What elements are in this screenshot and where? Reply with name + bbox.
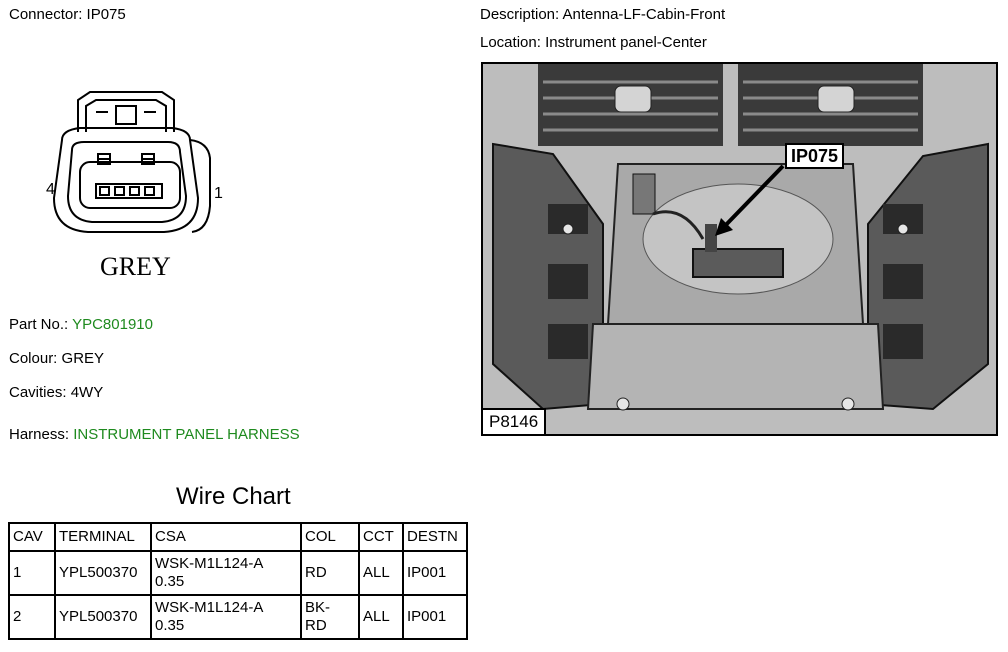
dashboard-illustration xyxy=(483,64,996,434)
part-number-label: Part No.: xyxy=(9,316,69,333)
cell-csa-spec: WSK-M1L124-A xyxy=(155,555,264,572)
cell-terminal: YPL500370 xyxy=(54,550,152,596)
description-field: Description: Antenna-LF-Cabin-Front xyxy=(480,6,725,23)
cell-col: BK- RD xyxy=(300,594,360,640)
part-number-link[interactable]: YPC801910 xyxy=(72,316,153,333)
wire-chart-title: Wire Chart xyxy=(176,483,291,510)
header-cct: CCT xyxy=(358,522,404,552)
cell-csa-size: 0.35 xyxy=(155,573,185,590)
connector-label: Connector: xyxy=(9,6,83,23)
harness-label: Harness: xyxy=(9,426,70,443)
connector-drawing: 4 1 GREY xyxy=(46,91,223,281)
location-value: Instrument panel-Center xyxy=(545,34,707,51)
cell-cct: ALL xyxy=(358,594,404,640)
pin-label-left: 4 xyxy=(46,181,55,198)
header-terminal: TERMINAL xyxy=(54,522,152,552)
cell-cct: ALL xyxy=(358,550,404,596)
description-value: Antenna-LF-Cabin-Front xyxy=(562,6,726,23)
connector-field: Connector: IP075 xyxy=(9,6,126,23)
cavities-field: Cavities: 4WY xyxy=(9,384,103,401)
part-number-field: Part No.: YPC801910 xyxy=(9,316,153,333)
connector-value: IP075 xyxy=(86,6,126,23)
location-field: Location: Instrument panel-Center xyxy=(480,34,707,51)
table-header-row: CAV TERMINAL CSA COL CCT DESTN xyxy=(8,522,468,552)
colour-value: GREY xyxy=(61,350,105,367)
cell-destn: IP001 xyxy=(402,550,468,596)
colour-label: Colour: xyxy=(9,350,58,367)
connector-colour-text: GREY xyxy=(100,252,171,281)
cell-cav: 1 xyxy=(8,550,56,596)
cell-csa-size: 0.35 xyxy=(155,617,185,634)
header-cav: CAV xyxy=(8,522,56,552)
cell-col-line1: BK- xyxy=(305,599,331,616)
location-photo: P8146 xyxy=(481,62,998,436)
colour-field: Colour: GREY xyxy=(9,350,104,367)
table-row: 2 YPL500370 WSK-M1L124-A 0.35 BK- RD ALL… xyxy=(8,594,468,640)
harness-field: Harness: INSTRUMENT PANEL HARNESS xyxy=(9,426,300,443)
photo-callout-label: IP075 xyxy=(785,143,845,169)
cavities-value: 4WY xyxy=(70,384,104,401)
cavities-label: Cavities: xyxy=(9,384,67,401)
cell-cav: 2 xyxy=(8,594,56,640)
location-label: Location: xyxy=(480,34,541,51)
harness-link[interactable]: INSTRUMENT PANEL HARNESS xyxy=(73,426,300,443)
header-csa: CSA xyxy=(150,522,302,552)
pin-label-right: 1 xyxy=(214,185,223,202)
cell-col-line1: RD xyxy=(305,564,327,581)
cell-col-line2: RD xyxy=(305,617,327,634)
table-row: 1 YPL500370 WSK-M1L124-A 0.35 RD ALL IP0… xyxy=(8,550,468,596)
cell-csa: WSK-M1L124-A 0.35 xyxy=(150,594,302,640)
cell-terminal: YPL500370 xyxy=(54,594,152,640)
description-label: Description: xyxy=(480,6,560,23)
cell-csa: WSK-M1L124-A 0.35 xyxy=(150,550,302,596)
wire-chart-table: CAV TERMINAL CSA COL CCT DESTN 1 YPL5003… xyxy=(8,522,468,640)
header-destn: DESTN xyxy=(402,522,468,552)
photo-reference-code: P8146 xyxy=(483,408,547,434)
cell-csa-spec: WSK-M1L124-A xyxy=(155,599,264,616)
cell-destn: IP001 xyxy=(402,594,468,640)
cell-col: RD xyxy=(300,550,360,596)
header-col: COL xyxy=(300,522,360,552)
